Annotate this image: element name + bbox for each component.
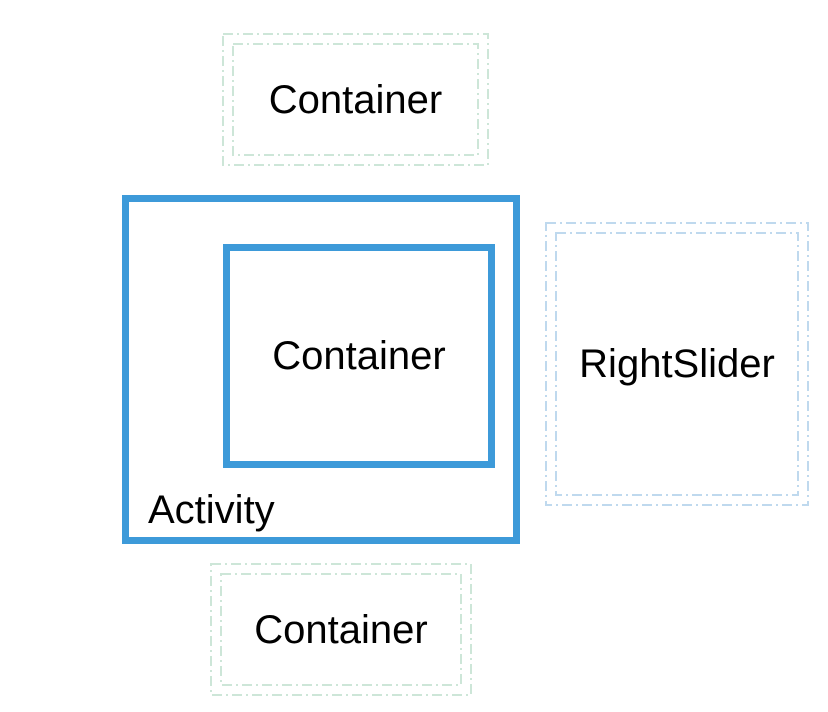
right-slider-label: RightSlider xyxy=(579,342,775,386)
activity-box: Container Activity xyxy=(122,195,520,544)
bottom-container-label: Container xyxy=(254,607,428,652)
top-container-label: Container xyxy=(268,77,443,122)
inner-container-label: Container xyxy=(272,334,446,378)
right-slider-box: RightSlider xyxy=(545,222,809,506)
top-container-box: Container xyxy=(222,33,489,166)
inner-container-box: Container xyxy=(223,244,495,468)
dash-dot-border xyxy=(545,222,809,506)
activity-label: Activity xyxy=(148,488,275,532)
dash-dot-border xyxy=(222,33,489,166)
dash-dot-border xyxy=(210,563,472,696)
bottom-container-box: Container xyxy=(210,563,472,696)
